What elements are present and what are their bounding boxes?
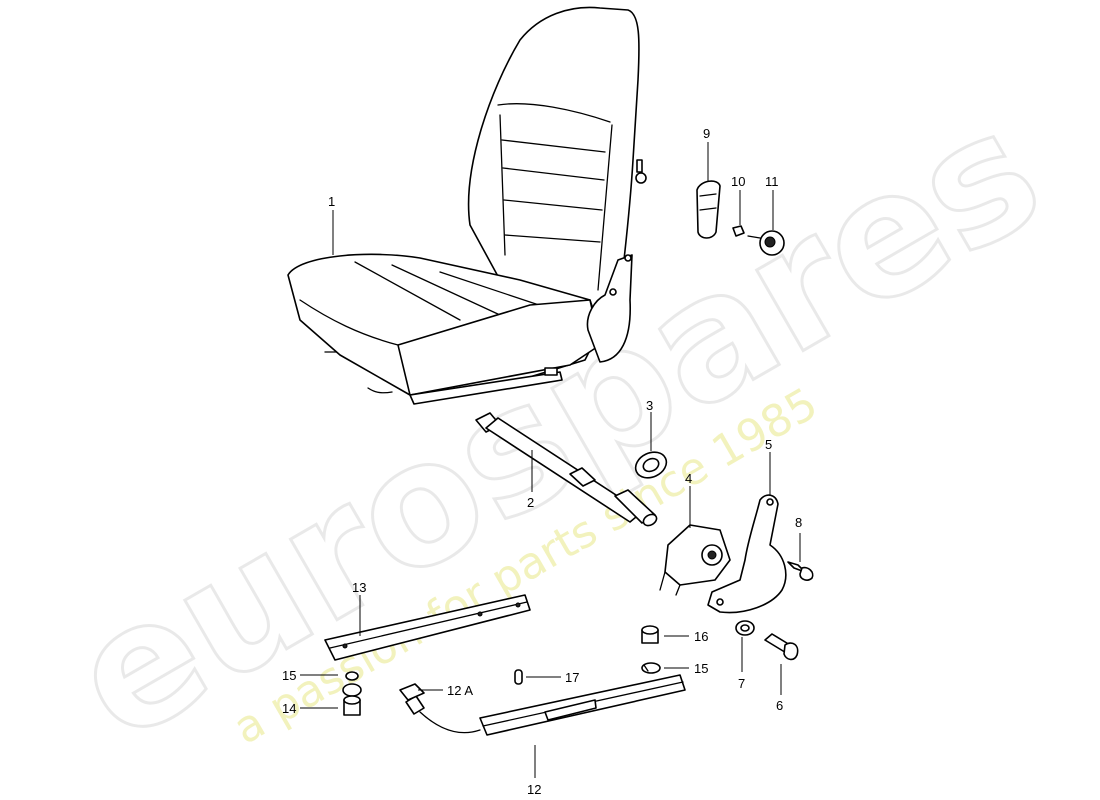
rail-part-13 [324,594,531,661]
callout-6: 6 [776,698,783,713]
plug-part-16 [641,625,659,644]
callout-12a: 12 A [447,683,473,698]
screw-part-8 [787,561,814,581]
bolt-part-14 [342,683,362,716]
bracket-part-4 [659,524,731,596]
callout-8: 8 [795,515,802,530]
callout-17: 17 [565,670,579,685]
cross-shaft [475,412,658,527]
washer-part-3 [634,451,668,479]
callout-16: 16 [694,629,708,644]
callout-10: 10 [731,174,745,189]
callout-13: 13 [352,580,366,595]
callout-4: 4 [685,471,692,486]
callout-9: 9 [703,126,710,141]
washer-part-7 [735,620,755,636]
nut-part-15-right [641,662,661,674]
knob-cover-part-9 [696,180,721,239]
callout-12: 12 [527,782,541,797]
pin-part-17 [514,669,523,685]
callout-15-right: 15 [694,661,708,676]
callout-3: 3 [646,398,653,413]
bolt-part-6 [764,633,799,661]
seat-assembly [287,6,647,405]
lever-part-5 [707,494,787,614]
callout-15-left: 15 [282,668,296,683]
leader-lines [300,142,801,778]
callout-7: 7 [738,676,745,691]
sleeve-part-12a [399,683,425,701]
callout-5: 5 [765,437,772,452]
nut-part-15-left [345,671,359,681]
callout-1: 1 [328,194,335,209]
callout-2: 2 [527,495,534,510]
callouts: 1 2 3 4 5 6 7 8 9 10 11 12 12 A 13 14 15… [282,126,802,797]
knob-part-11 [747,230,785,256]
clip-part-10 [732,225,745,237]
callout-11: 11 [765,174,779,189]
callout-14: 14 [282,701,296,716]
rail-part-12 [405,674,686,736]
